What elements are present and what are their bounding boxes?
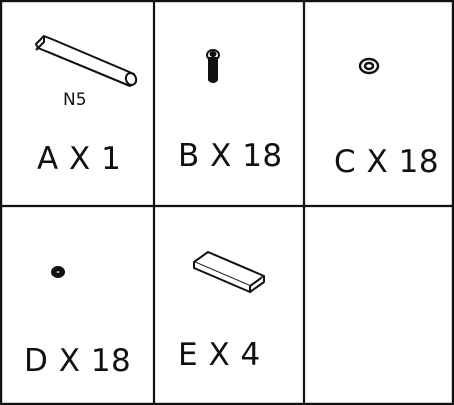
empty-cell [304,206,454,405]
wooden-block-icon [190,246,270,290]
small-washer-icon [48,263,68,281]
part-c-label: C X 18 [334,147,439,178]
part-cell-a: N5 A X 1 [0,0,154,206]
part-e-label: E X 4 [178,340,261,371]
part-b-label: B X 18 [178,141,283,172]
part-cell-c: C X 18 [304,0,454,206]
part-d-label: D X 18 [24,346,131,377]
part-cell-d: D X 18 [0,206,154,405]
part-a-code: N5 [63,92,87,109]
part-cell-e: E X 4 [154,206,304,405]
washer-icon [354,54,384,78]
part-a-label: A X 1 [37,144,121,175]
bolt-icon [201,46,225,86]
part-cell-b: B X 18 [154,0,304,206]
allen-key-icon [30,30,140,90]
